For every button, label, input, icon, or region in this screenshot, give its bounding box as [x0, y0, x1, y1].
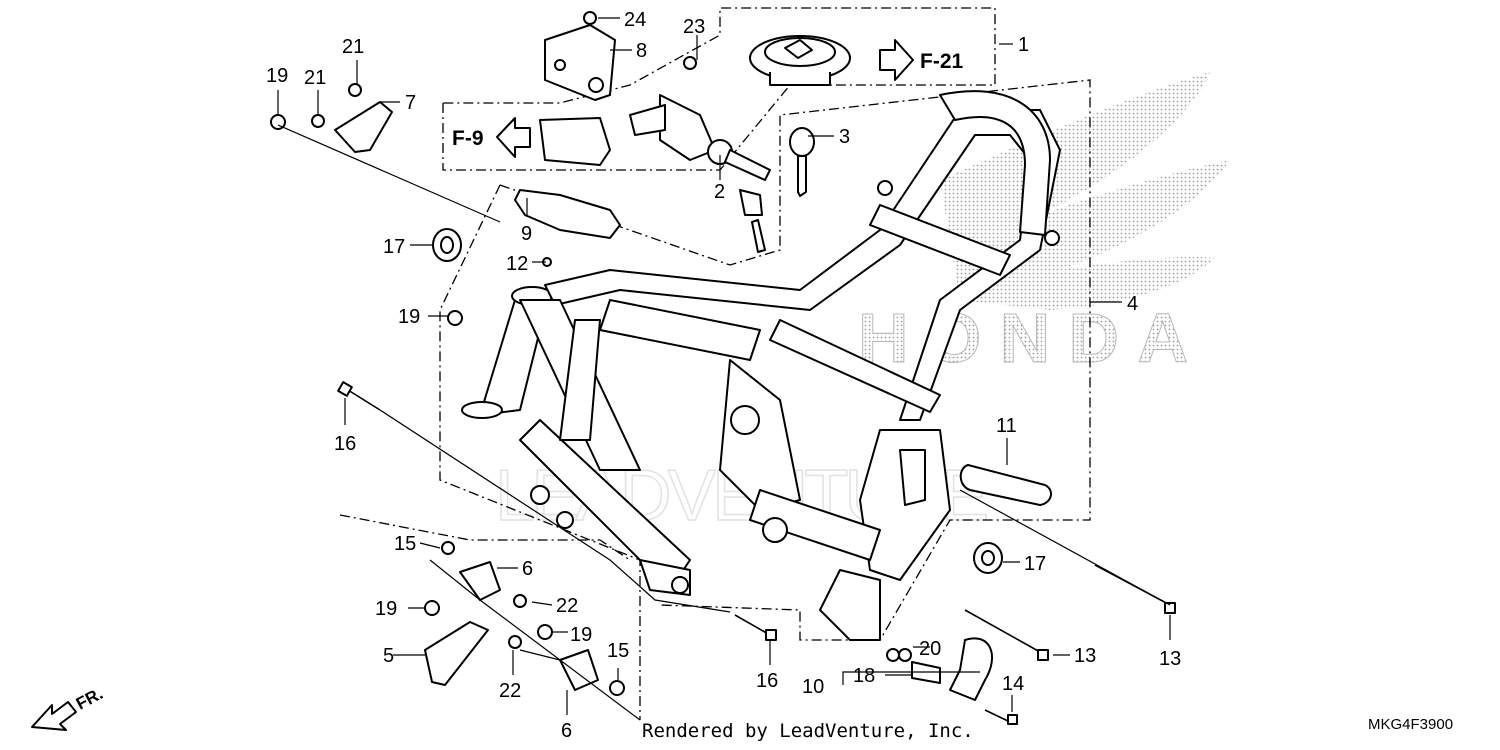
reference-f21: F-21 — [879, 39, 964, 81]
callout-22b: 22 — [499, 680, 521, 702]
plate-bracket-part — [334, 101, 393, 153]
callout-13b: 13 — [1159, 648, 1181, 670]
callout-2: 2 — [714, 181, 725, 203]
reference-f9-label: F-9 — [452, 127, 484, 150]
ignition-switch-part — [629, 94, 771, 216]
callout-16: 16 — [334, 433, 356, 455]
callout-19: 19 — [266, 65, 288, 87]
callout-4: 4 — [1127, 293, 1138, 315]
main-frame-part — [461, 90, 1061, 641]
diagram-code: MKG4F3900 — [1368, 716, 1454, 733]
engine-hanger-part — [424, 561, 599, 691]
pad-part — [959, 464, 1052, 506]
callout-9: 9 — [521, 223, 532, 245]
leader-lines — [277, 17, 1171, 721]
callout-16b: 16 — [756, 670, 778, 692]
callout-10: 10 — [802, 676, 824, 698]
honda-brand-text: HONDA — [858, 299, 1188, 377]
callout-14: 14 — [1002, 673, 1024, 695]
group-outline-4 — [439, 79, 1091, 720]
blank-key-part — [751, 127, 815, 253]
connector-block-part — [539, 117, 611, 166]
callout-19d: 19 — [570, 624, 592, 646]
callout-5: 5 — [383, 645, 394, 667]
callout-11: 11 — [996, 415, 1017, 437]
fuel-cap-part — [749, 35, 851, 86]
callout-17b: 17 — [1024, 553, 1046, 575]
group-outline-15 — [339, 514, 631, 561]
render-credit: Rendered by LeadVenture, Inc. — [642, 720, 974, 742]
callout-1: 1 — [1018, 34, 1029, 56]
callout-20: 20 — [919, 638, 941, 660]
callout-15: 15 — [394, 533, 416, 555]
callout-3: 3 — [839, 126, 850, 148]
rubber-cover-part — [514, 189, 621, 239]
callout-6b: 6 — [561, 720, 572, 742]
collar-hook-part — [898, 637, 994, 701]
callout-24: 24 — [624, 9, 646, 31]
callout-labels: 1 2 3 4 5 6 6 7 8 9 10 11 12 13 13 14 15… — [266, 9, 1181, 742]
long-bolt-part — [337, 381, 1176, 725]
front-direction-label: FR. — [73, 684, 106, 714]
callout-21: 21 — [342, 36, 364, 58]
callout-18: 18 — [853, 665, 875, 687]
front-direction-indicator: FR. — [31, 684, 106, 731]
callout-7: 7 — [405, 92, 416, 114]
switch-seat-part — [544, 24, 616, 101]
callout-21b: 21 — [304, 67, 326, 89]
callout-8: 8 — [636, 40, 647, 62]
callout-6: 6 — [522, 558, 533, 580]
callout-22: 22 — [556, 595, 578, 617]
reference-f21-label: F-21 — [920, 50, 964, 73]
callout-15b: 15 — [607, 640, 629, 662]
callout-17: 17 — [383, 236, 405, 258]
callout-23: 23 — [683, 16, 705, 38]
reference-f9: F-9 — [452, 117, 531, 158]
callout-19c: 19 — [375, 598, 397, 620]
callout-13: 13 — [1074, 645, 1096, 667]
callout-19b: 19 — [398, 306, 420, 328]
callout-12: 12 — [506, 253, 528, 275]
